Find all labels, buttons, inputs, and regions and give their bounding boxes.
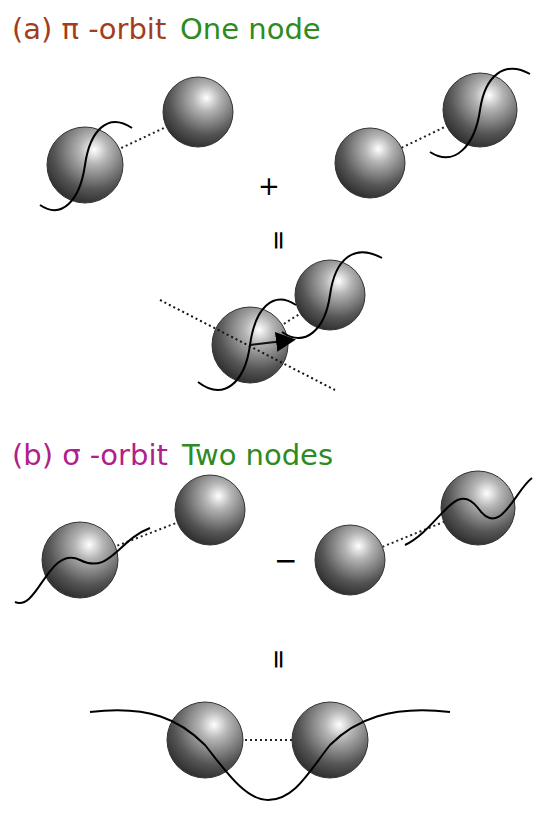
bond-lines [80,110,480,740]
section-heading: (a) π -orbit [12,14,166,46]
atom-spheres [42,73,517,778]
node-count: One node [180,14,321,46]
section-heading: (b) σ -orbit [12,440,168,472]
equals-sign: = [265,648,294,670]
operator-sign: + [258,172,280,201]
node-count: Two nodes [182,440,333,472]
equals-sign: = [265,229,294,251]
operator-sign: − [274,546,297,577]
axis-line [160,300,335,390]
wave-functions [15,69,532,800]
